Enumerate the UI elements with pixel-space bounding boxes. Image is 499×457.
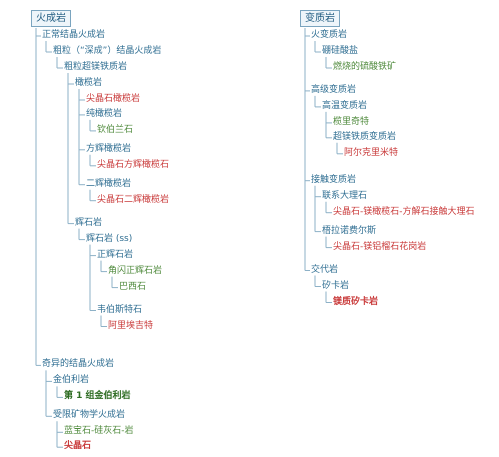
tree-branch-node[interactable]: 粗粒（“深成”）结晶火成岩 bbox=[53, 46, 162, 56]
tree-branch-node[interactable]: 火变质岩 bbox=[311, 30, 348, 40]
tree-leaf-node[interactable]: 榄里奇特 bbox=[333, 116, 370, 127]
tree-leaf-node[interactable]: 钦伯兰石 bbox=[97, 124, 134, 135]
tree-branch-node[interactable]: 高温变质岩 bbox=[322, 100, 368, 111]
tree-branch-node[interactable]: 奇异的结晶火成岩 bbox=[42, 359, 115, 370]
tree-branch-node[interactable]: 方辉橄榄岩 bbox=[86, 143, 132, 154]
tree-branch-node[interactable]: 正辉石岩 bbox=[97, 249, 134, 260]
tree-leaf-node[interactable]: 尖晶石二辉橄榄岩 bbox=[97, 194, 170, 205]
tree-branch-node[interactable]: 辉石岩 (ss) bbox=[86, 233, 133, 244]
tree-branch-node[interactable]: 梧拉诺费尔斯 bbox=[322, 225, 377, 236]
tree-branch-node[interactable]: 橄榄岩 bbox=[75, 78, 103, 88]
tree-leaf-node[interactable]: 尖晶石-镁铝榴石花岗岩 bbox=[333, 241, 427, 252]
tree-branch-node[interactable]: 二辉橄榄岩 bbox=[86, 178, 132, 189]
tree-leaf-node[interactable]: 尖晶石 bbox=[64, 441, 92, 452]
tree-leaf-node[interactable]: 阿里埃吉特 bbox=[108, 320, 154, 331]
tree-leaf-node[interactable]: 蓝宝石-硅灰石-岩 bbox=[64, 426, 134, 437]
tree-branch-node[interactable]: 接触变质岩 bbox=[311, 174, 357, 185]
tree-branch-node[interactable]: 粗粒超镁铁质岩 bbox=[64, 62, 128, 72]
tree-branch-node[interactable]: 高级变质岩 bbox=[311, 84, 357, 95]
tree-branch-node[interactable]: 金伯利岩 bbox=[53, 375, 90, 386]
tree-leaf-node[interactable]: 尖晶石-镁橄榄石-方解石接触大理石 bbox=[333, 206, 475, 217]
tree-branch-node[interactable]: 交代岩 bbox=[311, 264, 339, 275]
tree-root-node[interactable]: 变质岩 bbox=[300, 10, 340, 27]
tree-branch-node[interactable]: 辉石岩 bbox=[75, 217, 103, 228]
tree-leaf-node[interactable]: 燃烧的硫酸铁矿 bbox=[333, 62, 397, 72]
tree-branch-node[interactable]: 受限矿物学火成岩 bbox=[53, 410, 126, 421]
tree-branch-node[interactable]: 韦伯斯特石 bbox=[97, 304, 143, 315]
tree-branch-node[interactable]: 联系大理石 bbox=[322, 190, 368, 201]
tree-branch-node[interactable]: 硼硅酸盐 bbox=[322, 46, 359, 56]
tree-leaf-node[interactable]: 阿尔克里米特 bbox=[344, 147, 399, 158]
tree-leaf-node[interactable]: 第 1 组金伯利岩 bbox=[64, 391, 131, 402]
tree-branch-node[interactable]: 纯橄榄岩 bbox=[86, 108, 123, 119]
tree-leaf-node[interactable]: 尖晶石橄榄岩 bbox=[86, 94, 141, 104]
tree-leaf-node[interactable]: 尖晶石方辉橄榄石 bbox=[97, 159, 170, 170]
tree-leaf-node[interactable]: 镁质矽卡岩 bbox=[333, 296, 379, 307]
tree-branch-node[interactable]: 正常结晶火成岩 bbox=[42, 30, 106, 40]
tree-leaf-node[interactable]: 巴西石 bbox=[119, 281, 147, 292]
tree-branch-node[interactable]: 超镁铁质变质岩 bbox=[333, 131, 397, 142]
tree-branch-node[interactable]: 角闪正辉石岩 bbox=[108, 265, 163, 276]
tree-root-node[interactable]: 火成岩 bbox=[31, 10, 71, 27]
tree-branch-node[interactable]: 矽卡岩 bbox=[322, 280, 350, 291]
